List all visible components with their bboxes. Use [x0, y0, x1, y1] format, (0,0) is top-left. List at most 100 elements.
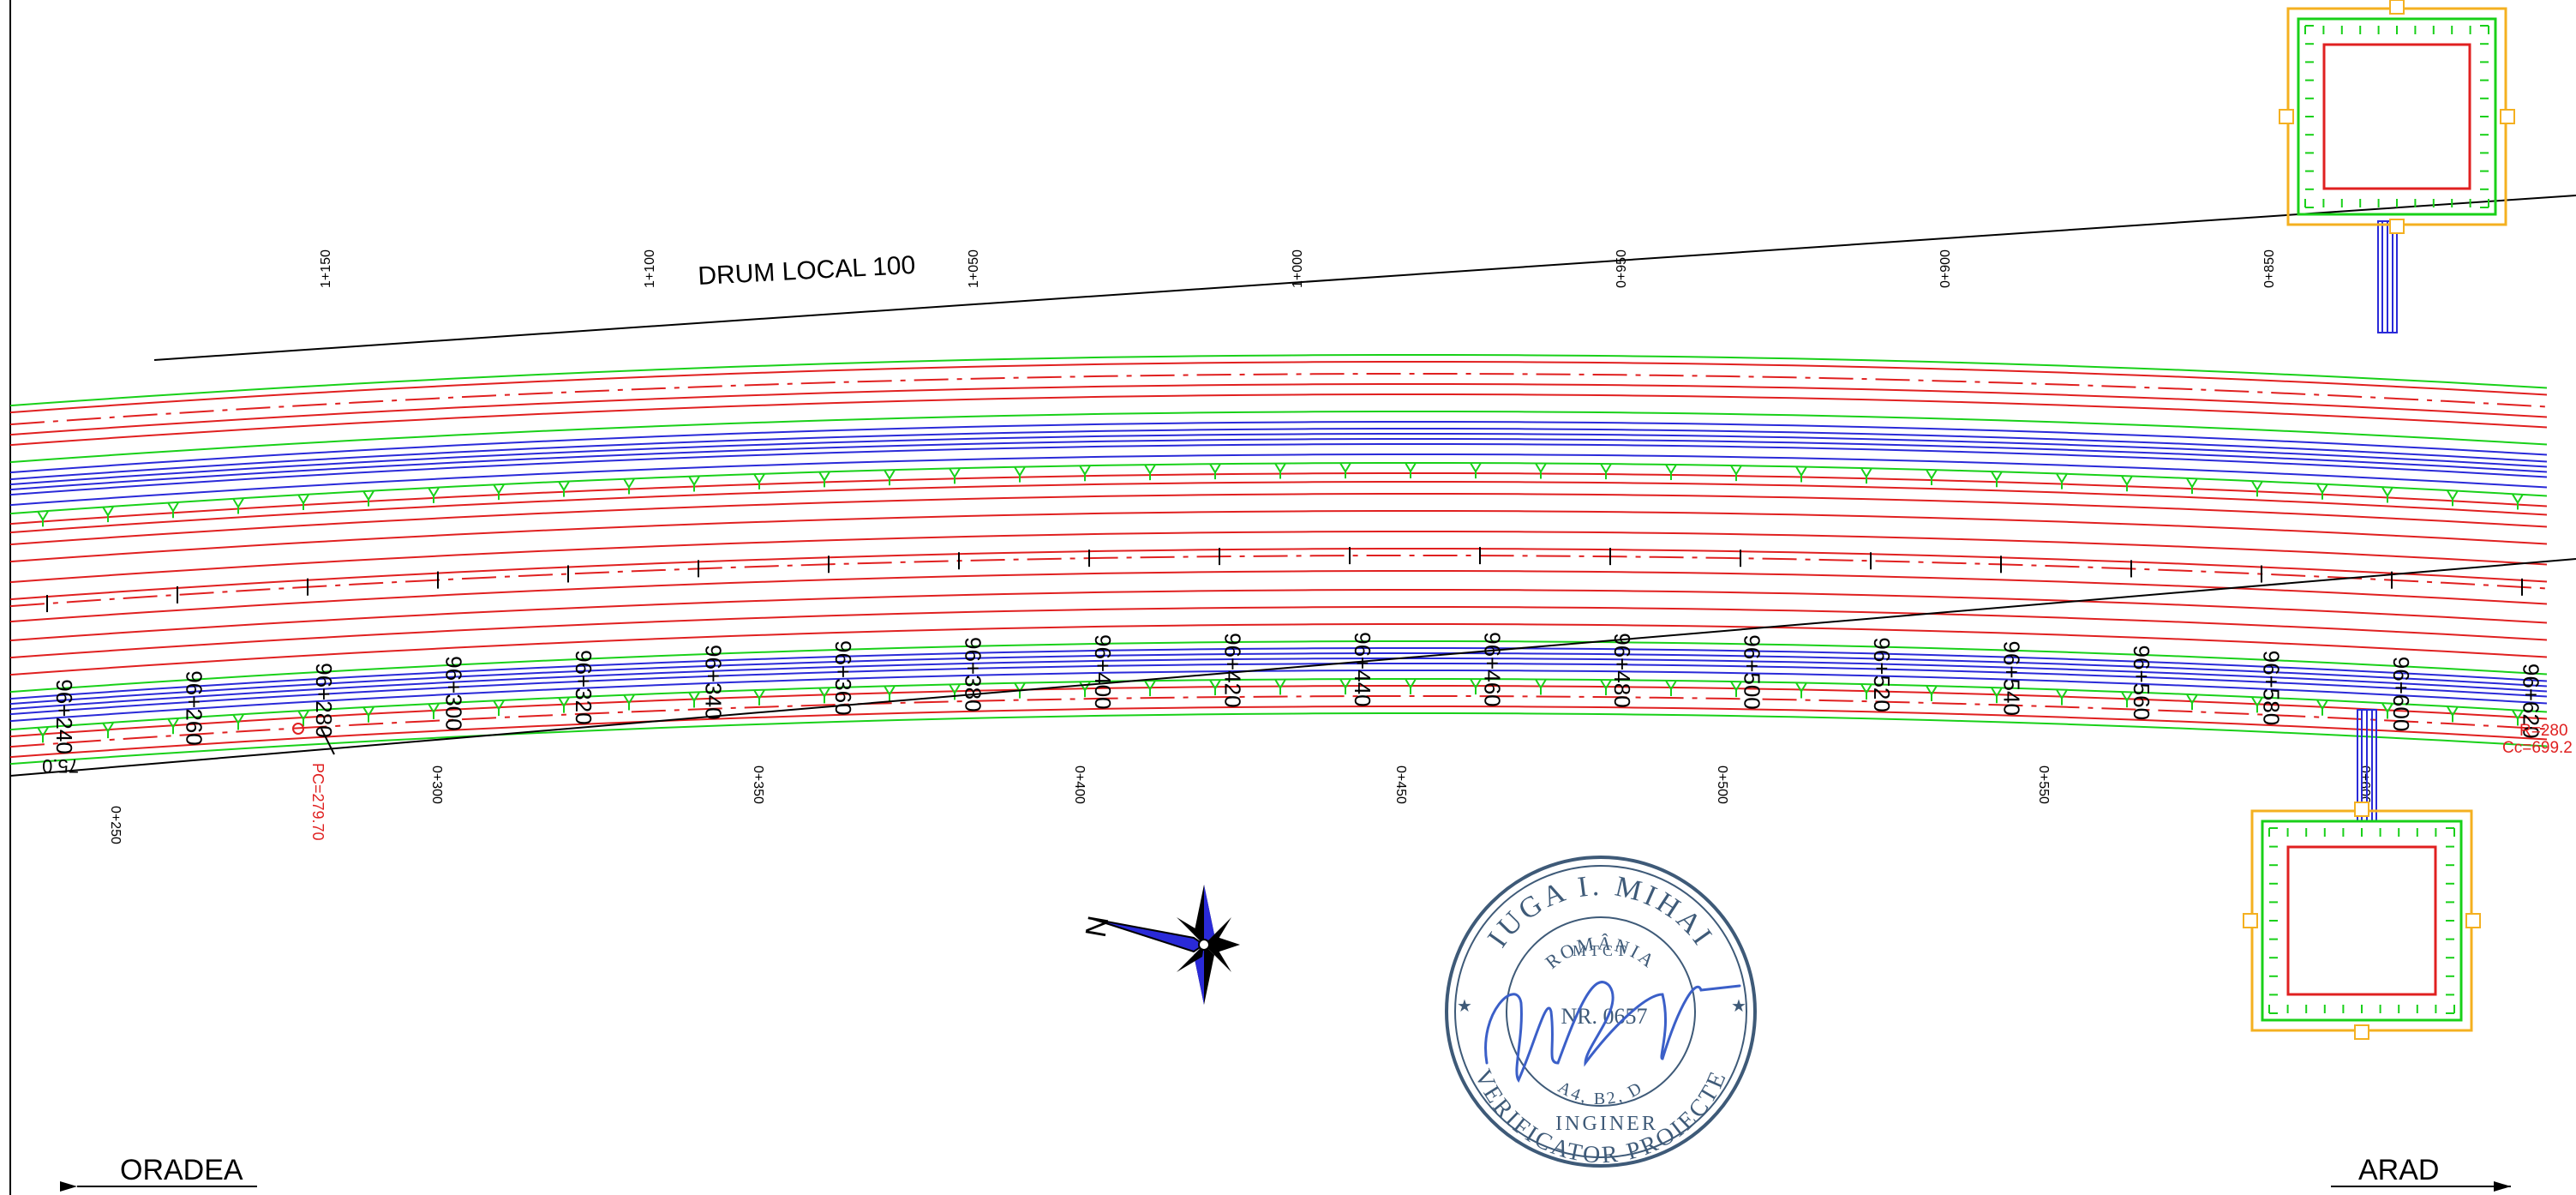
ditch-marker-upper — [1274, 463, 1286, 479]
bottom-chainage-label: 0+450 — [1393, 766, 1408, 804]
ditch-marker-upper — [2316, 483, 2328, 500]
ditch-marker-lower — [362, 706, 374, 723]
stamp-star-left: ★ — [1457, 997, 1472, 1016]
north-label: N — [1078, 913, 1114, 940]
headwall-anchor — [2354, 1024, 2369, 1040]
ditch-marker-lower — [2186, 694, 2198, 711]
road-chainage-label: 96+400 — [1090, 634, 1116, 709]
red-lane-line — [9, 548, 2548, 601]
headwall-anchor — [2465, 913, 2481, 928]
headwall-body — [2261, 820, 2463, 1022]
ditch-marker-upper — [2121, 475, 2133, 492]
ditch-marker-lower — [1144, 680, 1156, 697]
ditch-marker-upper — [2186, 477, 2198, 495]
green-ditch-line — [9, 411, 2548, 464]
ditch-marker-upper — [1535, 462, 1547, 479]
ditch-marker-lower — [1926, 685, 1938, 702]
ditch-marker-lower — [1795, 682, 1807, 699]
road-chainage-label: 96+320 — [571, 650, 596, 724]
headwall-anchor — [2389, 0, 2405, 15]
headwall-opening — [2322, 43, 2471, 190]
pc-label: PC=279.70 — [309, 763, 326, 841]
secondary-guide-line — [9, 558, 2576, 777]
bottom-chainage-label: 0+500 — [1715, 766, 1729, 804]
red-lane-line — [9, 493, 2548, 546]
ditch-marker-lower — [2512, 710, 2524, 726]
stamp-ministry: MTCT — [1573, 942, 1629, 959]
road-chainage-label: 96+480 — [1609, 633, 1635, 707]
red-edge-line — [9, 361, 2548, 414]
road-chainage-label: 96+580 — [2259, 651, 2285, 725]
ditch-marker-lower — [1535, 678, 1547, 695]
ditch-marker-upper — [2056, 473, 2068, 489]
ditch-marker-upper — [1600, 463, 1612, 480]
red-lane-line — [9, 623, 2548, 676]
ditch-marker-upper — [688, 476, 700, 492]
red-edge-line — [9, 706, 2548, 759]
top-chainage-label: 1+100 — [643, 249, 657, 288]
ditch-marker-upper — [1860, 467, 1872, 484]
top-culvert-pipe — [2377, 220, 2398, 333]
road-chainage-label: 96+340 — [701, 645, 727, 719]
road-chainage-label: 96+440 — [1350, 632, 1375, 706]
blue-ditch-line — [9, 453, 2548, 507]
ditch-marker-upper — [949, 467, 961, 484]
road-chainage-label: 96+360 — [830, 640, 856, 715]
ditch-marker-lower — [818, 687, 830, 704]
ditch-marker-lower — [493, 700, 505, 717]
red-edge-line — [9, 383, 2548, 436]
ditch-marker-lower — [1209, 679, 1221, 696]
ditch-marker-lower — [753, 689, 765, 706]
green-edge-line — [9, 354, 2548, 407]
blue-ditch-line — [9, 670, 2548, 723]
ditch-marker-lower — [1665, 680, 1677, 696]
ditch-marker-upper — [297, 494, 309, 511]
headwall-anchor — [2279, 109, 2294, 124]
ditch-marker-upper — [753, 473, 765, 489]
direction-arad: ARAD — [2331, 1154, 2511, 1192]
ditch-marker-upper — [2381, 486, 2393, 503]
bottom-chainage-label: 0+400 — [1072, 766, 1087, 804]
ditch-marker-upper — [1470, 462, 1482, 479]
ditch-marker-lower — [688, 692, 700, 708]
ditch-marker-upper — [362, 490, 374, 507]
ditch-marker-lower — [2251, 696, 2263, 713]
ditch-marker-upper — [2251, 480, 2263, 497]
ditch-marker-lower — [558, 697, 570, 713]
ditch-marker-lower — [884, 685, 896, 702]
ditch-marker-lower — [428, 703, 440, 719]
direction-oradea: ORADEA — [60, 1154, 257, 1192]
road-label: DRUM LOCAL 100 — [698, 251, 916, 291]
ditch-marker-upper — [1991, 471, 2003, 488]
red-lane-line — [9, 570, 2548, 623]
ditch-marker-upper — [818, 471, 830, 488]
top-chainage-label: 0+950 — [1614, 249, 1629, 288]
red-lane-line — [9, 606, 2548, 659]
stamp-star-right: ★ — [1731, 997, 1746, 1016]
road-chainage-label: 96+460 — [1480, 632, 1506, 706]
road-chainage-label: 96+240 — [51, 679, 77, 754]
bottom-chainage-label: 0+300 — [429, 766, 444, 804]
ditch-marker-upper — [1079, 465, 1091, 482]
pc-marker-line — [321, 728, 335, 755]
red-edge-line — [9, 393, 2548, 447]
ditch-marker-upper — [428, 487, 440, 503]
ditch-marker-lower — [2447, 706, 2459, 723]
blue-ditch-line — [9, 658, 2548, 711]
ditch-marker-lower — [623, 694, 635, 711]
ditch-marker-lower — [2316, 700, 2328, 716]
red-lane-line — [9, 481, 2548, 534]
ditch-marker-upper — [1730, 465, 1742, 482]
ditch-marker-upper — [623, 477, 635, 495]
ditch-marker-lower — [1405, 678, 1417, 694]
red-centerline — [9, 555, 2548, 608]
ditch-marker-lower — [1470, 678, 1482, 695]
ditch-marker-lower — [1991, 687, 2003, 704]
ditch-marker-upper — [1926, 469, 1938, 486]
red-lane-line — [9, 510, 2548, 563]
top-chainage-label: 1+000 — [1291, 249, 1305, 288]
green-edge-line — [9, 712, 2548, 766]
ditch-marker-lower — [2121, 691, 2133, 708]
ditch-marker-upper — [1405, 462, 1417, 478]
